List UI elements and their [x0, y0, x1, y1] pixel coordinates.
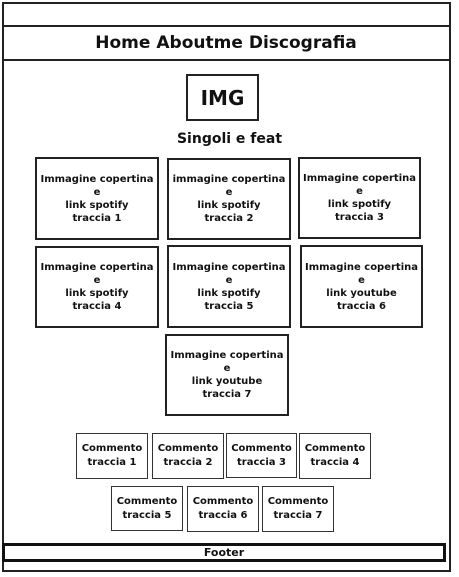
card-title: immagine copertina	[172, 174, 286, 185]
comment-track: traccia 1	[87, 457, 137, 468]
footer: Footer	[2, 543, 446, 562]
card-conj: e	[93, 275, 101, 286]
card-title: Immagine copertina	[302, 173, 417, 184]
comment-track: traccia 3	[237, 456, 286, 468]
card-link: link spotify	[197, 287, 261, 299]
card-conj: e	[356, 186, 363, 197]
card-link: link spotify	[327, 199, 392, 210]
card-link: link youtube	[191, 376, 263, 387]
card-title: Immagine copertina	[304, 261, 419, 273]
card-track: traccia 3	[335, 212, 384, 223]
comment-box-7[interactable]: Commento traccia 7	[262, 486, 334, 532]
comment-label: Commento	[192, 496, 254, 507]
nav-discografia-link[interactable]: Discografia	[248, 33, 357, 53]
comment-track: traccia 5	[122, 509, 172, 521]
page-frame	[2, 2, 451, 572]
comment-label: Commento	[304, 443, 366, 454]
card-conj: e	[225, 274, 233, 286]
nav-bar: Home Aboutme Discografia	[3, 25, 449, 61]
comment-box-5[interactable]: Commento traccia 5	[111, 486, 183, 531]
nav-home-link[interactable]: Home	[95, 33, 151, 53]
card-track: traccia 2	[204, 213, 254, 224]
comment-track: traccia 4	[310, 457, 360, 468]
track-card-6[interactable]: Immagine copertina e link youtube tracci…	[300, 245, 423, 328]
comment-label: Commento	[267, 496, 329, 507]
card-track: traccia 1	[72, 212, 122, 224]
card-conj: e	[225, 187, 233, 198]
comment-track: traccia 2	[163, 457, 213, 468]
comment-box-4[interactable]: Commento traccia 4	[299, 433, 371, 479]
nav-aboutme-link[interactable]: Aboutme	[156, 33, 243, 53]
card-title: Immagine copertina	[40, 262, 154, 273]
track-card-3[interactable]: Immagine copertina e link spotify tracci…	[298, 157, 421, 239]
card-title: Immagine copertina	[170, 350, 284, 361]
track-card-2[interactable]: immagine copertina e link spotify tracci…	[167, 158, 291, 240]
comment-box-6[interactable]: Commento traccia 6	[187, 486, 259, 532]
section-title: Singoli e feat	[176, 131, 283, 147]
track-card-1[interactable]: Immagine copertina e link spotify tracci…	[35, 157, 159, 240]
card-conj: e	[93, 186, 101, 198]
track-card-7[interactable]: Immagine copertina e link youtube tracci…	[165, 334, 289, 416]
image-placeholder: IMG	[186, 74, 259, 121]
comment-box-2[interactable]: Commento traccia 2	[152, 433, 224, 479]
comment-label: Commento	[81, 443, 143, 454]
card-track: traccia 7	[202, 389, 252, 400]
comment-label: Commento	[157, 443, 219, 454]
card-conj: e	[358, 274, 365, 286]
comment-label: Commento	[231, 442, 292, 454]
card-track: traccia 4	[72, 301, 122, 312]
card-track: traccia 5	[204, 300, 254, 312]
card-link: link spotify	[65, 199, 129, 211]
card-link: link spotify	[197, 200, 261, 211]
comment-track: traccia 7	[273, 510, 323, 521]
comment-box-3[interactable]: Commento traccia 3	[226, 433, 297, 478]
card-link: link spotify	[65, 288, 129, 299]
track-card-5[interactable]: Immagine copertina e link spotify tracci…	[167, 245, 291, 328]
card-track: traccia 6	[337, 300, 386, 312]
card-conj: e	[223, 363, 231, 374]
card-title: Immagine copertina	[40, 173, 154, 185]
card-link: link youtube	[326, 287, 397, 299]
comment-track: traccia 6	[198, 510, 248, 521]
comment-box-1[interactable]: Commento traccia 1	[76, 433, 148, 479]
comment-label: Commento	[116, 495, 178, 507]
card-title: Immagine copertina	[172, 261, 286, 273]
track-card-4[interactable]: Immagine copertina e link spotify tracci…	[35, 246, 159, 328]
